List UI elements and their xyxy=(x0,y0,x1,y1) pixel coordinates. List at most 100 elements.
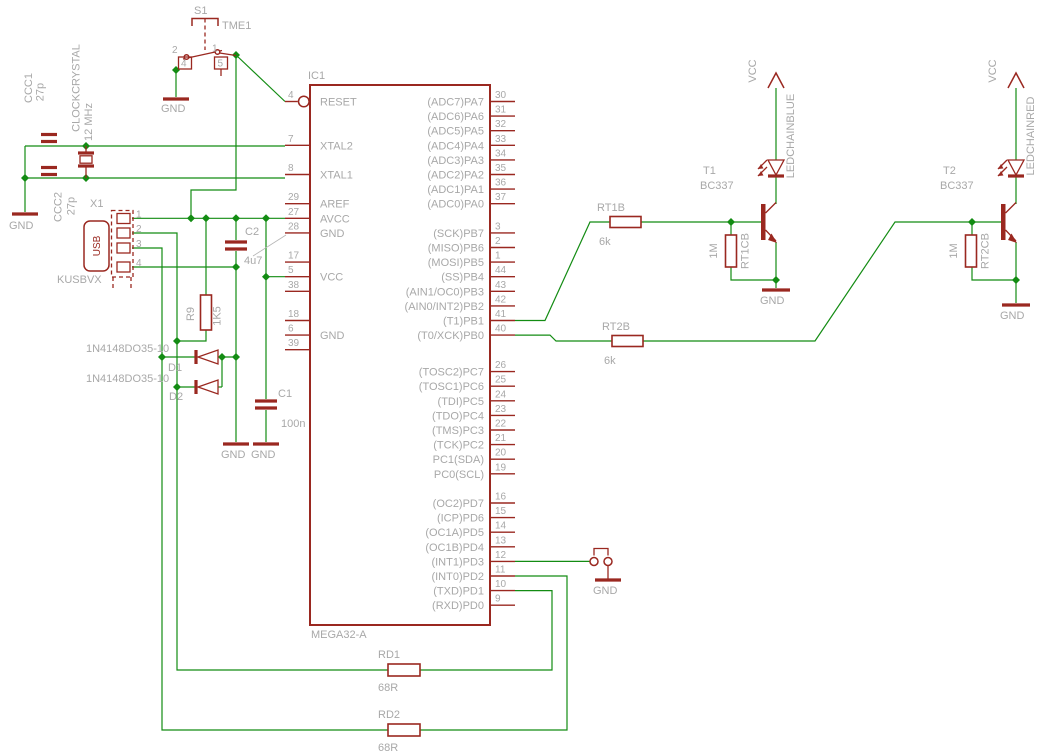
usb-connector-x1: USB X1 KUSBVX 1 2 3 4 xyxy=(57,198,142,290)
ic-pin-name: (MOSI)PB5 xyxy=(428,257,484,269)
value-leader-line xyxy=(252,234,287,257)
wire xyxy=(190,55,237,219)
gnd-label: GND xyxy=(760,295,785,307)
emitter-arrow-icon xyxy=(1008,233,1017,243)
ic-pin-name: (TCK)PC2 xyxy=(433,440,484,452)
led-light-arrowhead xyxy=(998,171,1004,176)
crystal-body xyxy=(79,155,93,164)
ic-pin-number: 10 xyxy=(495,579,507,590)
ic-pin-name: (ADC4)PA4 xyxy=(427,140,484,152)
cap-ref: CCC1 xyxy=(23,73,35,103)
vcc-label: VCC xyxy=(747,59,759,82)
usb-pin-number: 4 xyxy=(136,258,142,269)
switch-contact xyxy=(214,48,221,56)
wire xyxy=(132,232,388,671)
ic-pins: 4RESET7XTAL28XTAL129AREF27AVCC28GND175VC… xyxy=(285,90,515,612)
usb-outline xyxy=(110,209,134,278)
ic-pin-name: (SS)PB4 xyxy=(441,272,484,284)
resistor-ref: RT1B xyxy=(597,202,625,214)
ic-pin-number: 27 xyxy=(288,207,300,218)
transistor-collector xyxy=(1005,202,1017,214)
gnd-label: GND xyxy=(1000,310,1025,322)
diode-type: 1N4148DO35-10 xyxy=(86,373,169,385)
usb-pin-box xyxy=(116,227,131,239)
resistor-ref: RT1CB xyxy=(740,233,752,269)
ic-pin-name: XTAL1 xyxy=(320,170,353,182)
led-chain-label: LEDCHAINBLUE xyxy=(785,94,797,178)
resistor-body xyxy=(609,215,642,229)
wire xyxy=(420,589,553,671)
usb-icon-label: USB xyxy=(92,235,103,256)
transistor-ref: T2 xyxy=(943,165,956,177)
ic-pin-number: 30 xyxy=(495,90,507,101)
led-triangle-icon xyxy=(766,159,786,177)
ic-pin-number: 21 xyxy=(495,433,507,444)
ic-pin-number: 28 xyxy=(288,221,300,232)
switch-pin-number: 1 xyxy=(212,44,218,55)
ic-pin-number: 23 xyxy=(495,404,507,415)
resistor-value: 6k xyxy=(599,236,611,248)
ic-pin-name: (RXD)PD0 xyxy=(432,600,484,612)
usb-value: KUSBVX xyxy=(57,274,102,286)
ic-pin-name: (TOSC1)PC6 xyxy=(419,381,484,393)
wire xyxy=(132,247,388,731)
resistor-value: 68R xyxy=(378,682,398,694)
resistor-ref: RT2B xyxy=(602,321,630,333)
usb-pin-box xyxy=(116,242,131,254)
vcc-label: VCC xyxy=(987,59,999,82)
switch-ref: S1 xyxy=(194,5,207,17)
resistor-value: 6k xyxy=(604,355,616,367)
ic-pin-name: VCC xyxy=(320,272,343,284)
junction-dots xyxy=(21,51,1020,391)
ic-reset-invert-circle xyxy=(297,95,310,108)
ic-pin-number: 5 xyxy=(288,265,294,276)
wire xyxy=(420,575,568,731)
ic-pin-number: 3 xyxy=(495,221,501,232)
resistor-value: 68R xyxy=(378,742,398,754)
ic-pin-name: (TDO)PC4 xyxy=(432,410,484,422)
led-light-arrowhead xyxy=(758,171,764,176)
resistor-value: 1M xyxy=(708,243,720,258)
ic-pin-name: (INT0)PD2 xyxy=(431,571,484,583)
resistor-ref: RD2 xyxy=(378,709,400,721)
ic-pin-name: (OC1B)PD4 xyxy=(425,542,484,554)
jumper-gnd: GND xyxy=(589,547,621,597)
ic-pin-number: 38 xyxy=(288,280,300,291)
resistor-body xyxy=(964,234,978,268)
wire xyxy=(235,54,286,102)
vcc-arrow-icon xyxy=(1007,71,1025,89)
switch-pin-number: 2 xyxy=(172,45,178,56)
ic-pin-number: 26 xyxy=(495,360,507,371)
ic-body xyxy=(309,84,491,626)
ic-pin-name: (AIN1/OC0)PB3 xyxy=(406,286,484,298)
gnd-label: GND xyxy=(221,449,246,461)
diode-triangle xyxy=(196,349,219,365)
ic-pin-number: 17 xyxy=(288,251,300,262)
ic-pin-number: 44 xyxy=(495,265,507,276)
cap-ref: CCC2 xyxy=(53,192,65,222)
ic-pin-name: (T0/XCK)PB0 xyxy=(417,330,484,342)
switch-s1: S1 TME1 2 1 4 5 GND xyxy=(161,5,251,115)
diode-triangle xyxy=(196,379,219,395)
emitter-arrow-icon xyxy=(768,233,777,243)
ic-pin-name: (ADC2)PA2 xyxy=(427,170,484,182)
cap-ref: C1 xyxy=(278,388,292,400)
ic-pin-name: PC0(SCL) xyxy=(434,469,484,481)
crystal-block: CCC1 27p CLOCKCRYSTAL 12 MHz CCC2 27p GN… xyxy=(9,44,95,232)
ic-pin-number: 29 xyxy=(288,192,300,203)
ic-pin-number: 39 xyxy=(288,338,300,349)
ic-pin-name: (SCK)PB7 xyxy=(433,228,484,240)
ic-pin-number: 15 xyxy=(495,506,507,517)
transistor-collector xyxy=(765,202,777,214)
transistor-value: BC337 xyxy=(700,180,734,192)
led-chain-label: LEDCHAINRED xyxy=(1025,97,1037,176)
ic-pin-number: 14 xyxy=(495,521,507,532)
diode-ref: D1 xyxy=(168,362,182,374)
resistor-ref: RD1 xyxy=(378,649,400,661)
switch-terminal-box xyxy=(177,56,193,70)
usb-ref: X1 xyxy=(90,198,103,210)
transistor-value: BC337 xyxy=(940,180,974,192)
wire xyxy=(515,334,612,342)
ic-pin-number: 20 xyxy=(495,448,507,459)
gnd-label: GND xyxy=(593,585,618,597)
